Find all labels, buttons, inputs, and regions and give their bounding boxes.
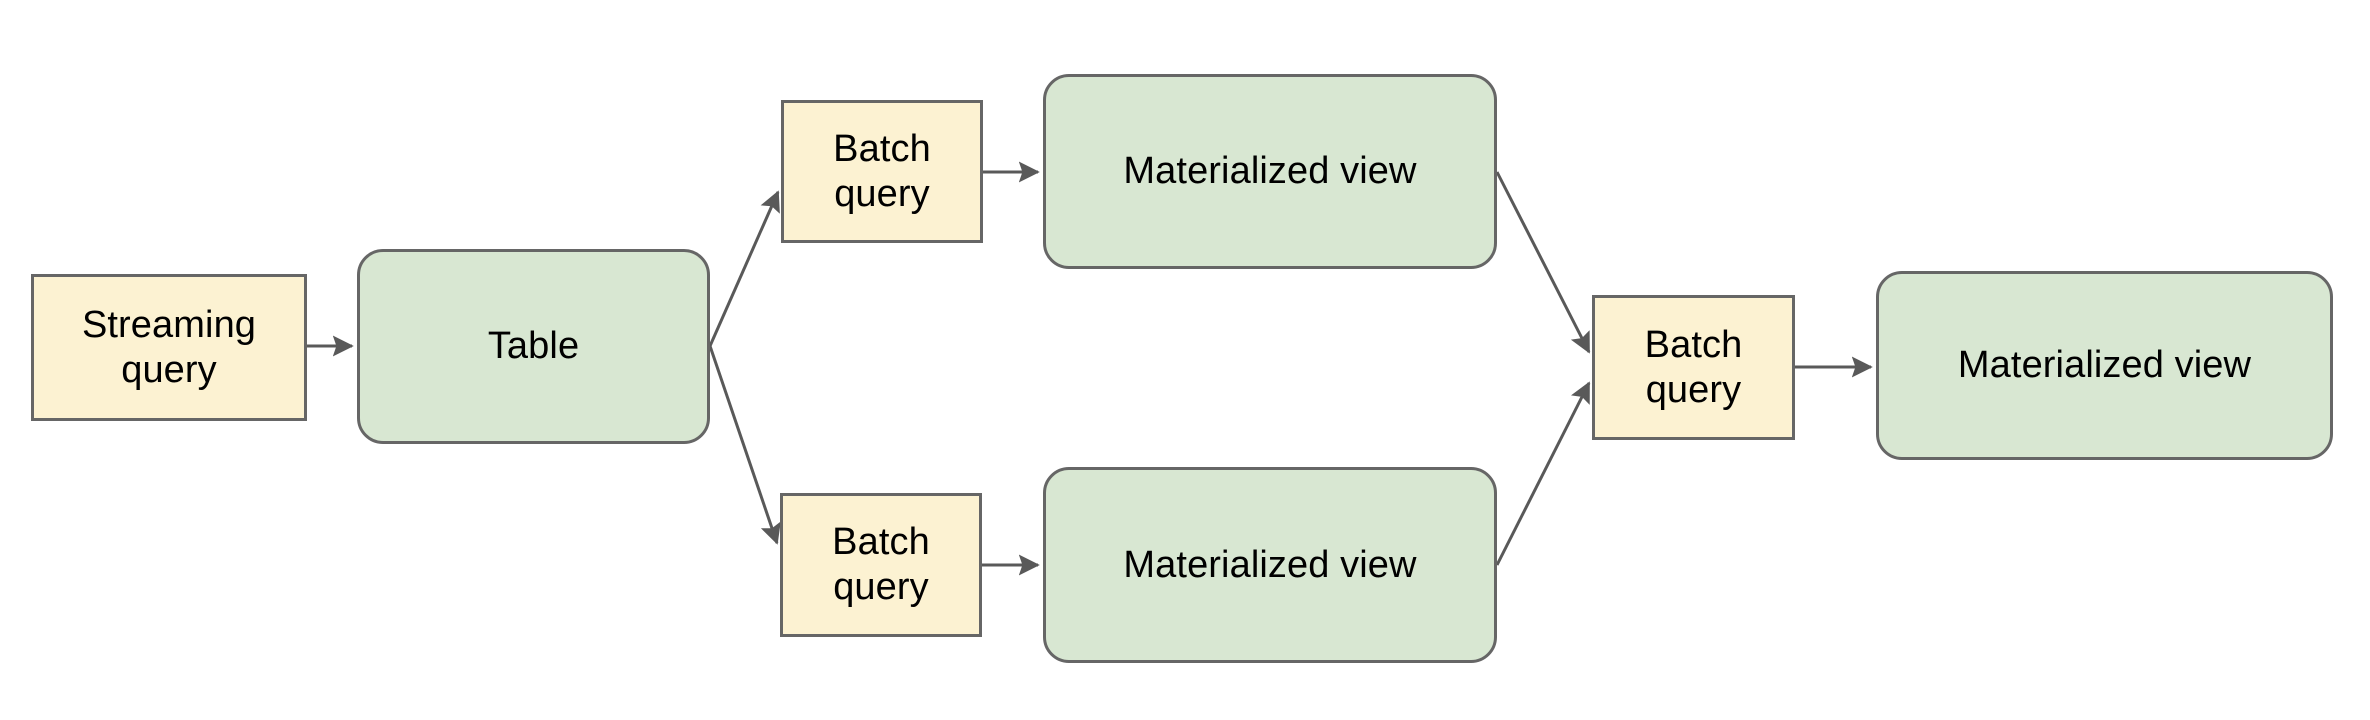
node-label-batch-query-right: Batch query bbox=[1644, 323, 1743, 411]
node-label-materialized-view-right: Materialized view bbox=[1957, 344, 2252, 387]
edge-mv-bottom-to-batch-query-right bbox=[1495, 381, 1591, 566]
node-label-table: Table bbox=[487, 325, 580, 368]
node-materialized-view-top[interactable]: Materialized view bbox=[1043, 74, 1497, 269]
edge-table-to-batch-query-bottom bbox=[708, 345, 781, 545]
edge-table-to-batch-query-top bbox=[708, 190, 780, 347]
node-batch-query-top[interactable]: Batch query bbox=[781, 100, 983, 243]
node-label-materialized-view-top: Materialized view bbox=[1123, 150, 1417, 193]
node-streaming-query[interactable]: Streaming query bbox=[31, 274, 307, 421]
node-label-batch-query-bottom: Batch query bbox=[832, 521, 930, 608]
node-label-batch-query-top: Batch query bbox=[833, 127, 931, 215]
node-label-materialized-view-bottom: Materialized view bbox=[1123, 543, 1417, 586]
node-materialized-view-bottom[interactable]: Materialized view bbox=[1043, 467, 1497, 663]
edge-mv-top-to-batch-query-right bbox=[1495, 171, 1591, 354]
node-label-streaming-query: Streaming query bbox=[81, 303, 257, 391]
node-table[interactable]: Table bbox=[357, 249, 710, 444]
node-batch-query-right[interactable]: Batch query bbox=[1592, 295, 1795, 440]
node-batch-query-bottom[interactable]: Batch query bbox=[780, 493, 982, 637]
node-materialized-view-right[interactable]: Materialized view bbox=[1876, 271, 2333, 460]
